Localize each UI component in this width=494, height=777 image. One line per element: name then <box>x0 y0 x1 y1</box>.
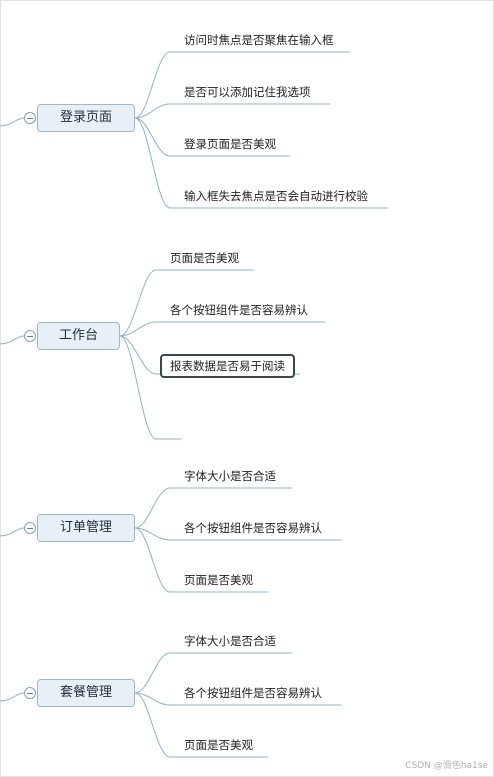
subtopic-node[interactable]: 页面是否美观 <box>170 251 239 265</box>
branch-line <box>119 335 300 375</box>
subtopic-node[interactable]: 页面是否美观 <box>184 738 253 752</box>
collapse-toggle[interactable] <box>24 112 36 124</box>
topic-node[interactable]: 订单管理 <box>37 514 135 542</box>
subtopic-node[interactable]: 输入框失去焦点是否会自动进行校验 <box>184 189 368 203</box>
subtopic-node-selected[interactable]: 报表数据是否易于阅读 <box>160 354 295 378</box>
branch-line <box>134 527 342 541</box>
watermark: CSDN @滑色ha1se <box>405 761 488 771</box>
branch-line <box>134 692 268 758</box>
parent-connector <box>0 335 25 345</box>
parent-connector <box>0 692 25 702</box>
collapse-toggle[interactable] <box>24 330 36 342</box>
subtopic-node[interactable]: 各个按钮组件是否容易辨认 <box>184 686 322 700</box>
branch-line <box>134 103 330 119</box>
subtopic-node[interactable]: 字体大小是否合适 <box>184 634 276 648</box>
parent-connector <box>0 117 25 127</box>
branch-line <box>119 335 182 440</box>
topic-node[interactable]: 工作台 <box>37 322 120 350</box>
branch-line <box>134 117 290 157</box>
subtopic-node[interactable]: 各个按钮组件是否容易辨认 <box>184 521 322 535</box>
subtopic-node[interactable]: 页面是否美观 <box>184 573 253 587</box>
subtopic-node[interactable]: 登录页面是否美观 <box>184 137 276 151</box>
parent-connector <box>0 527 25 537</box>
branch-line <box>119 321 325 337</box>
branch-line <box>134 117 388 209</box>
collapse-toggle[interactable] <box>24 687 36 699</box>
branch-line <box>134 527 268 593</box>
subtopic-node[interactable]: 字体大小是否合适 <box>184 469 276 483</box>
topic-node[interactable]: 套餐管理 <box>37 679 135 707</box>
topic-node[interactable]: 登录页面 <box>37 104 135 132</box>
branch-line <box>134 487 292 529</box>
branch-line <box>134 51 350 119</box>
subtopic-node[interactable]: 各个按钮组件是否容易辨认 <box>170 303 308 317</box>
branch-line <box>119 269 254 337</box>
subtopic-node[interactable]: 访问时焦点是否聚焦在输入框 <box>184 33 334 47</box>
branch-line <box>134 692 342 706</box>
branch-line <box>134 652 292 694</box>
collapse-toggle[interactable] <box>24 522 36 534</box>
subtopic-node[interactable]: 是否可以添加记住我选项 <box>184 85 311 99</box>
